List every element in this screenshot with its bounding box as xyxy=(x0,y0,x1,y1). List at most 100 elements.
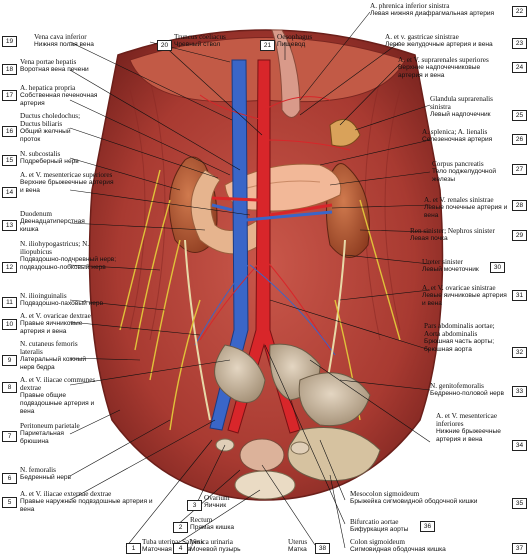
label-24-russian: Верхние надпочечниковые артерия и вена xyxy=(398,64,481,79)
label-23: A. et v. gastricae sinistrae Левые желуд… xyxy=(385,33,493,49)
label-20: Truncus coeliacus Чревный ствол xyxy=(174,33,226,49)
label-36-latin: Bifurcatio aortae xyxy=(350,518,399,526)
label-7-latin: Peritoneum parietale xyxy=(20,422,80,430)
uterus xyxy=(239,438,285,472)
label-3-russian: Яичник xyxy=(204,502,227,509)
label-26-russian: Селезеночная артерия xyxy=(422,136,493,143)
label-20-russian: Чревный ствол xyxy=(174,41,221,48)
label-1-russian: Маточная труба xyxy=(142,546,191,553)
label-27: Corpus pancreatis Тело поджелудочной жел… xyxy=(432,160,512,184)
label-7-russian: Париетальная брюшина xyxy=(20,430,64,445)
leader-lines xyxy=(69,11,431,549)
label-15-latin: N. subcostalis xyxy=(20,150,61,158)
label-number-20: 20 xyxy=(157,40,172,51)
sigmoid-colon xyxy=(287,427,381,482)
label-number-15: 15 xyxy=(2,155,17,166)
label-16-russian: Общий желчный проток xyxy=(20,128,71,143)
label-33-latin: N. genitofemoralis xyxy=(430,382,484,390)
label-number-2: 2 xyxy=(173,522,188,533)
label-11-latin: N. ilioinguinalis xyxy=(20,292,67,300)
label-number-9: 9 xyxy=(2,355,17,366)
left-adrenal-gland xyxy=(329,118,361,147)
label-number-32: 32 xyxy=(512,347,527,358)
label-27-latin: Corpus pancreatis xyxy=(432,160,484,168)
label-31-russian: Левые яичниковые артерия и вена xyxy=(422,292,507,307)
label-6-latin: N. femoralis xyxy=(20,466,56,474)
label-37: Colon sigmoideum Сигмовидная ободочная к… xyxy=(350,538,446,554)
label-34: A. et V. mesentericae inferiores Нижние … xyxy=(436,412,506,444)
label-8-latin: A. et V. iliacae communes dextrae xyxy=(20,376,96,392)
label-21: Oesophagus Пищевод xyxy=(277,33,312,49)
label-27-russian: Тело поджелудочной железы xyxy=(432,168,497,183)
label-32-russian: Брюшная часть аорты; брюшная аорта xyxy=(424,338,495,353)
label-22: A. phrenica inferior sinistra Левая нижн… xyxy=(370,2,494,18)
label-32: Pars abdominalis aortae; Aorta abdominal… xyxy=(424,322,512,354)
label-number-8: 8 xyxy=(2,382,17,393)
label-25-latin: Glandula suprarenalis sinistra xyxy=(430,95,493,111)
label-13-russian: Двенадцатиперстная кишка xyxy=(20,218,85,233)
label-number-24: 24 xyxy=(512,62,527,73)
label-21-russian: Пищевод xyxy=(277,41,306,48)
label-7: Peritoneum parietale Париетальная брюшин… xyxy=(20,422,80,446)
label-9-latin: N. cutaneus femoris lateralis xyxy=(20,340,78,356)
label-28-latin: A. et V. renales sinistrae xyxy=(424,196,494,204)
label-38-russian: Матка xyxy=(288,546,307,553)
label-2: Rectum Прямая кишка xyxy=(190,516,234,532)
label-38-latin: Uterus xyxy=(288,538,308,546)
label-37-russian: Сигмовидная ободочная кишка xyxy=(350,546,446,553)
label-35: Mesocolon sigmoideum Брыжейка сигмовидно… xyxy=(350,490,478,506)
label-29: Ren sinister; Nephros sinister Левая поч… xyxy=(410,227,495,243)
label-11: N. ilioinguinalis Подвздошно-паховый нер… xyxy=(20,292,103,308)
label-22-latin: A. phrenica inferior sinistra xyxy=(370,2,450,10)
label-2-russian: Прямая кишка xyxy=(190,524,235,531)
label-number-17: 17 xyxy=(2,90,17,101)
label-13: Duodenum Двенадцатиперстная кишка xyxy=(20,210,105,234)
label-5-russian: Правые наружные подвздошные артерия и ве… xyxy=(20,498,153,513)
label-24: A. et V. suprarenales superiores Верхние… xyxy=(398,56,506,80)
label-30-russian: Левый мочеточник xyxy=(422,266,479,273)
label-number-3: 3 xyxy=(187,500,202,511)
label-number-4: 4 xyxy=(173,543,188,554)
label-18-latin: Vena portae hepatis xyxy=(20,58,77,66)
label-9: N. cutaneus femoris lateralis Латеральны… xyxy=(20,340,100,372)
label-29-latin: Ren sinister; Nephros sinister xyxy=(410,227,495,235)
label-number-19: 19 xyxy=(2,36,17,47)
label-15-russian: Подреберный нерв xyxy=(20,158,79,165)
label-29-russian: Левая почка xyxy=(410,235,448,242)
label-24-latin: A. et V. suprarenales superiores xyxy=(398,56,489,64)
label-number-30: 30 xyxy=(490,262,505,273)
label-34-latin: A. et V. mesentericae inferiores xyxy=(436,412,498,428)
label-number-37: 37 xyxy=(512,543,527,554)
label-number-33: 33 xyxy=(512,386,527,397)
inferior-vena-cava xyxy=(209,59,249,431)
label-number-36: 36 xyxy=(420,521,435,532)
label-17-russian: Собственная печеночная артерия xyxy=(20,92,98,107)
label-number-11: 11 xyxy=(2,297,17,308)
label-26: A. splenica; A. lienalis Селезеночная ар… xyxy=(422,128,492,144)
label-number-12: 12 xyxy=(2,262,17,273)
label-number-27: 27 xyxy=(512,164,527,175)
label-number-21: 21 xyxy=(260,40,275,51)
label-35-russian: Брыжейка сигмовидной ободочной кишки xyxy=(350,498,478,505)
label-23-russian: Левые желудочные артерия и вена xyxy=(385,41,493,48)
label-4-russian: Мочевой пузырь xyxy=(190,546,241,553)
label-number-23: 23 xyxy=(512,38,527,49)
label-26-latin: A. splenica; A. lienalis xyxy=(422,128,488,136)
small-intestine xyxy=(214,343,371,427)
label-33-russian: Бедренно-половой нерв xyxy=(430,390,504,397)
label-6: N. femoralis Бедренный нерв xyxy=(20,466,71,482)
label-30-latin: Ureter sinister xyxy=(422,258,463,266)
label-21-latin: Oesophagus xyxy=(277,33,313,41)
label-number-26: 26 xyxy=(512,134,527,145)
label-number-10: 10 xyxy=(2,319,17,330)
label-14: A. et V. mesentericae superiores Верхние… xyxy=(20,171,120,195)
renal-vessels xyxy=(211,196,333,222)
label-3: Ovarium Яичник xyxy=(204,494,230,510)
label-25-russian: Левый надпочечник xyxy=(430,111,491,118)
label-1: Tuba uterina; Salpinx Маточная труба xyxy=(142,538,204,554)
label-20-latin: Truncus coeliacus xyxy=(174,33,226,41)
label-12: N. iliohypogastricus; N. iliopubicus Под… xyxy=(20,240,120,272)
label-28-russian: Левые почечные артерия и вена xyxy=(424,204,508,219)
label-4-latin: Vesica urinaria xyxy=(190,538,233,546)
label-number-16: 16 xyxy=(2,126,17,137)
